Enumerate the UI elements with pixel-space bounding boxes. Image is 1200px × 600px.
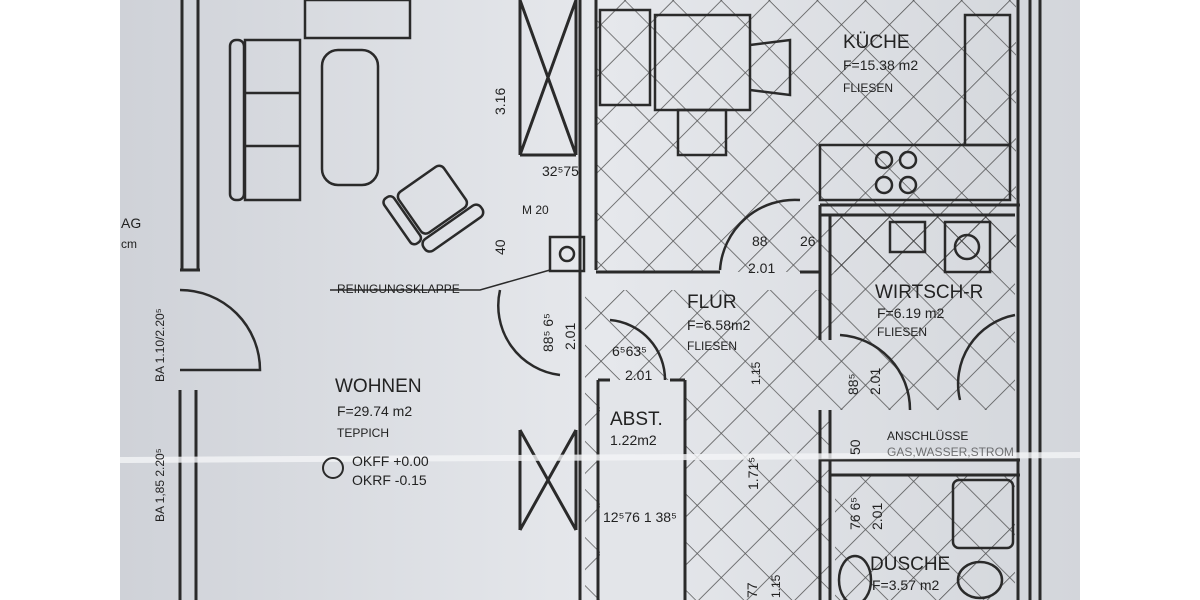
edge-label: AG <box>121 215 141 231</box>
flur-area: F=6.58m2 <box>687 317 751 333</box>
storage-floor <box>600 380 685 600</box>
walls <box>178 0 1042 600</box>
kueche-area: F=15.38 m2 <box>843 57 918 73</box>
paper-fold <box>119 452 1081 463</box>
wohnen-name: WOHNEN <box>335 376 422 397</box>
dim-885: 88⁵ <box>845 374 861 395</box>
dim-1276: 12⁵76 1 38⁵ <box>603 509 677 525</box>
abst-area: 1.22m2 <box>610 432 657 448</box>
level-marker-icon <box>322 457 344 479</box>
furniture <box>179 0 1016 600</box>
reinigungsklappe-note: REINIGUNGSKLAPPE <box>337 282 460 296</box>
dim-201a: 2.01 <box>562 323 578 350</box>
dim-50: 50 <box>847 439 863 455</box>
wirtsch-area: F=6.19 m2 <box>877 305 945 321</box>
flur-floor: FLIESEN <box>687 339 737 353</box>
wohnen-floor: TEPPICH <box>337 426 389 440</box>
dim-40: 40 <box>492 239 508 255</box>
dim-m20: M 20 <box>522 203 549 217</box>
dim-8865: 88⁵ 6⁵ <box>540 313 556 352</box>
dim-6563: 6⁵63⁵ <box>612 343 647 359</box>
dim-1715: 1.71⁵ <box>745 457 761 490</box>
kueche-name: KÜCHE <box>843 32 910 53</box>
wohnen-area: F=29.74 m2 <box>337 403 412 419</box>
dim-3275: 32⁵75 <box>542 163 579 179</box>
dim-88: 88 <box>752 233 768 249</box>
window-label-2: BA 1,85 2.20⁵ <box>153 448 167 522</box>
dim-316: 3.16 <box>492 88 508 115</box>
anschluesse-note: ANSCHLÜSSE <box>887 429 968 443</box>
kueche-floor: FLIESEN <box>843 81 893 95</box>
wirtsch-name: WIRTSCH-R <box>875 282 983 303</box>
flur-name: FLUR <box>687 292 737 313</box>
dusche-area: F=3.57 m2 <box>872 577 940 593</box>
utility-tiles <box>830 215 1015 410</box>
anschluesse-detail: GAS,WASSER,STROM <box>887 445 1014 459</box>
wirtsch-floor: FLIESEN <box>877 325 927 339</box>
wohnen-okrf: OKRF -0.15 <box>352 472 427 488</box>
dim-115: 1.15 <box>749 361 763 385</box>
dusche-name: DUSCHE <box>870 554 950 575</box>
dim-7665: 76 6⁵ <box>847 497 863 530</box>
dim-77: 77 <box>744 582 760 598</box>
edge-unit: cm <box>121 237 137 251</box>
dim-201b: 2.01 <box>625 367 652 383</box>
wohnen-okff: OKFF +0.00 <box>352 453 429 469</box>
shower-tiles <box>835 475 1015 600</box>
abst-name: ABST. <box>610 409 663 430</box>
dim-201c: 2.01 <box>748 260 775 276</box>
dim-201d: 2.01 <box>867 368 883 395</box>
dim-201e: 2.01 <box>869 503 885 530</box>
dim-26: 26 <box>800 233 816 249</box>
window-label-1: BA 1.10/2.20⁵ <box>153 308 167 382</box>
dim-115b: 1.15 <box>769 574 783 598</box>
leader-line <box>330 269 551 291</box>
